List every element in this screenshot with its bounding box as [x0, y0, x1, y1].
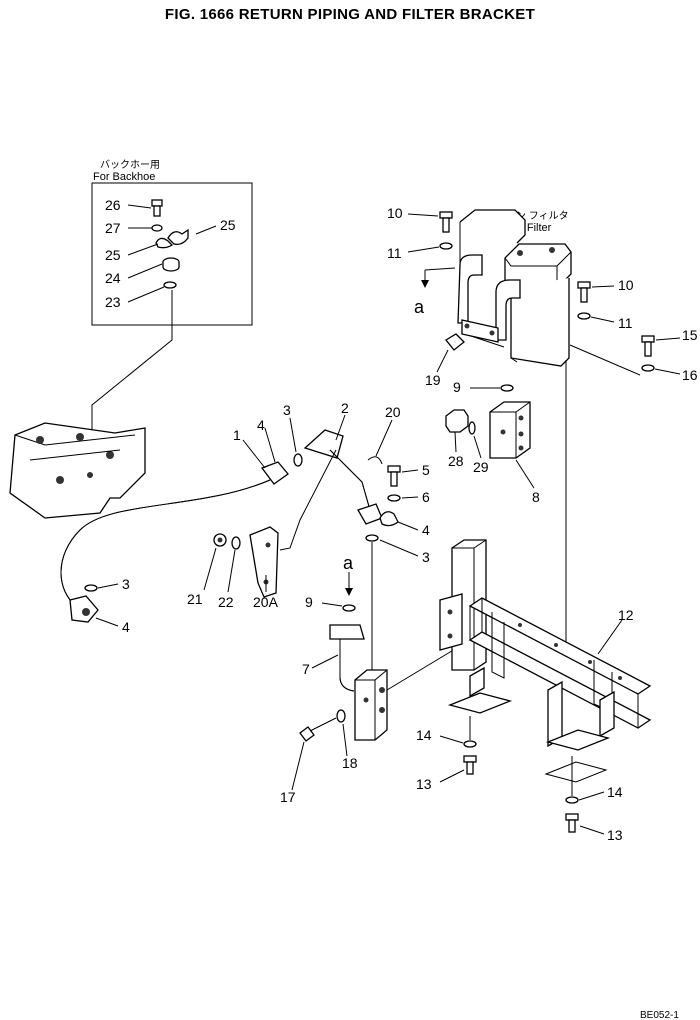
bolt-17: [299, 726, 315, 742]
callout-16: 16: [682, 367, 698, 383]
backhoe-inset: バックホー用 For Backhoe 26 27 25 25 24 23: [91, 159, 253, 326]
callout-27: 27: [105, 220, 121, 236]
oring-9b: [342, 604, 356, 612]
callout-6: 6: [422, 489, 430, 505]
callout-29: 29: [473, 459, 489, 475]
washer-18: [336, 709, 346, 723]
clamp-4b: [379, 511, 399, 527]
page-title: FIG. 1666 RETURN PIPING AND FILTER BRACK…: [164, 6, 536, 23]
callout-13a: 13: [416, 776, 432, 792]
callout-28: 28: [448, 453, 464, 469]
clip-20: [367, 456, 383, 465]
callout-9a: 9: [453, 379, 461, 395]
washer-11b: [577, 312, 591, 320]
arrow-mark-a-upper: a: [414, 297, 425, 317]
callout-5: 5: [422, 462, 430, 478]
pipe-2: [303, 429, 383, 525]
callout-25a: 25: [220, 217, 236, 233]
bolt-13b: [565, 813, 579, 821]
frame-bracket-12: [439, 539, 652, 783]
callout-20: 20: [385, 404, 401, 420]
callout-4c: 4: [122, 619, 130, 635]
callout-19: 19: [425, 372, 441, 388]
bolt-10a: [439, 211, 453, 219]
block-18: [354, 669, 388, 741]
callout-14a: 14: [416, 727, 432, 743]
washer-11a: [439, 242, 453, 250]
callout-8: 8: [532, 489, 540, 505]
corner-code: BE052-1: [640, 1010, 679, 1020]
valve-block-8: [489, 401, 531, 459]
hose-fitting-4a: [260, 461, 289, 485]
washer-16: [641, 364, 655, 372]
clamp-25a: [167, 228, 189, 246]
callout-18: 18: [342, 755, 358, 771]
control-valve: [9, 422, 146, 519]
oring-3b: [365, 534, 379, 542]
oring-3a: [293, 453, 303, 467]
bolt-26: [151, 199, 163, 207]
callout-12: 12: [618, 607, 634, 623]
bolt-5: [387, 465, 401, 473]
bolt-15: [641, 335, 655, 343]
oring-23: [163, 281, 177, 289]
callout-9b: 9: [305, 594, 313, 610]
callout-4a: 4: [257, 417, 265, 433]
callout-26: 26: [105, 197, 121, 213]
washer-6: [387, 494, 401, 502]
callout-15: 15: [682, 327, 698, 343]
bolt-10b: [577, 281, 591, 289]
callout-25b: 25: [105, 247, 121, 263]
callout-1: 1: [233, 427, 241, 443]
callout-3b: 3: [422, 549, 430, 565]
callout-20A: 20A: [253, 594, 279, 610]
callout-10a: 10: [387, 205, 403, 221]
washer-14a: [463, 740, 477, 748]
fitting-19: [445, 333, 465, 351]
washer-27: [151, 224, 163, 232]
callout-23: 23: [105, 294, 121, 310]
callout-11b: 11: [618, 315, 633, 331]
arrow-mark-a-lower: a: [343, 553, 354, 573]
washer-14b: [565, 796, 579, 804]
bracket-20A: [249, 526, 279, 598]
main-filter: メイン フィルタ Main Filter: [457, 209, 572, 367]
clamp-25b: [155, 237, 174, 249]
callout-14b: 14: [607, 784, 623, 800]
callout-4b: 4: [422, 522, 430, 538]
flange-7: [329, 624, 365, 640]
callout-22: 22: [218, 594, 234, 610]
hose-1: [60, 461, 289, 623]
callout-3c: 3: [122, 576, 130, 592]
callout-11a: 11: [387, 245, 402, 261]
callout-17: 17: [280, 789, 296, 805]
callout-2: 2: [341, 400, 349, 416]
callout-13b: 13: [607, 827, 623, 843]
oring-29: [468, 421, 476, 435]
plug-28: [445, 409, 469, 433]
callout-24: 24: [105, 270, 121, 286]
callout-10b: 10: [618, 277, 634, 293]
callout-7: 7: [302, 661, 310, 677]
bolt-13a: [463, 755, 477, 763]
callout-21: 21: [187, 591, 203, 607]
inset-jp-label: バックホー用: [100, 159, 160, 171]
callout-3a: 3: [283, 402, 291, 418]
oring-3c: [84, 584, 98, 592]
oring-9a: [500, 384, 514, 392]
inset-en-label: For Backhoe: [93, 171, 155, 183]
washer-22: [231, 536, 241, 550]
